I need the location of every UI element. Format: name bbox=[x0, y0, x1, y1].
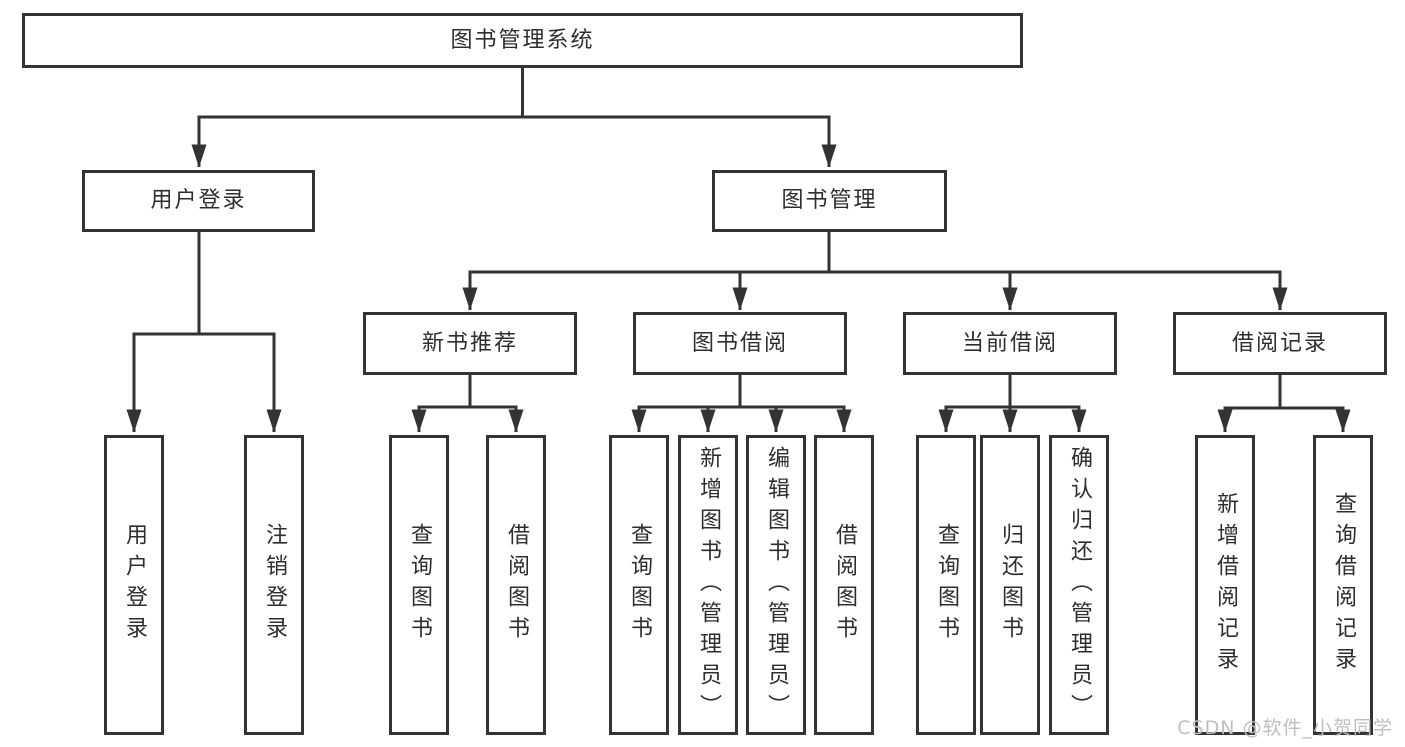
node-leaf-user-login: 用户登录 bbox=[104, 435, 164, 735]
node-bb-query-books-label: 查询图书 bbox=[627, 523, 652, 647]
node-cb-query-books: 查询图书 bbox=[916, 435, 976, 735]
node-bb-edit-books: 编辑图书（管理员） bbox=[746, 435, 806, 735]
node-book-mgmt: 图书管理 bbox=[712, 170, 947, 232]
node-book-mgmt-label: 图书管理 bbox=[781, 188, 878, 213]
node-book-borrow: 图书借阅 bbox=[633, 312, 847, 375]
node-current-borrow-label: 当前借阅 bbox=[961, 330, 1058, 356]
node-bb-edit-books-label: 编辑图书（管理员） bbox=[764, 445, 789, 725]
node-bb-query-books: 查询图书 bbox=[609, 435, 669, 735]
node-cb-confirm-return-label: 确认归还（管理员） bbox=[1067, 445, 1092, 725]
node-leaf-logout-label: 注销登录 bbox=[262, 523, 287, 647]
node-rec-query-books-label: 查询图书 bbox=[407, 523, 432, 647]
node-book-borrow-label: 图书借阅 bbox=[691, 330, 788, 356]
node-br-add-record: 新增借阅记录 bbox=[1195, 435, 1255, 735]
node-rec-query-books: 查询图书 bbox=[389, 435, 449, 735]
node-user-login-label: 用户登录 bbox=[150, 188, 247, 213]
node-bb-add-books: 新增图书（管理员） bbox=[678, 435, 738, 735]
node-cb-query-books-label: 查询图书 bbox=[934, 523, 959, 647]
node-br-query-record: 查询借阅记录 bbox=[1313, 435, 1373, 735]
node-borrow-records-label: 借阅记录 bbox=[1231, 330, 1328, 356]
node-borrow-records: 借阅记录 bbox=[1173, 312, 1387, 375]
node-cb-return-books: 归还图书 bbox=[980, 435, 1040, 735]
node-leaf-logout: 注销登录 bbox=[244, 435, 304, 735]
node-root-label: 图书管理系统 bbox=[450, 27, 595, 53]
node-cb-return-books-label: 归还图书 bbox=[998, 523, 1023, 647]
node-user-login: 用户登录 bbox=[82, 170, 315, 232]
node-bb-borrow-books: 借阅图书 bbox=[814, 435, 874, 735]
node-cb-confirm-return: 确认归还（管理员） bbox=[1049, 435, 1109, 735]
node-new-book-rec: 新书推荐 bbox=[363, 312, 577, 375]
node-current-borrow: 当前借阅 bbox=[903, 312, 1117, 375]
node-bb-borrow-books-label: 借阅图书 bbox=[832, 523, 857, 647]
csdn-watermark: CSDN @软件_小贺同学 bbox=[1177, 717, 1393, 739]
node-leaf-user-login-label: 用户登录 bbox=[122, 523, 147, 647]
node-br-add-record-label: 新增借阅记录 bbox=[1213, 492, 1238, 678]
node-bb-add-books-label: 新增图书（管理员） bbox=[696, 445, 721, 725]
node-br-query-record-label: 查询借阅记录 bbox=[1331, 492, 1356, 678]
node-new-book-rec-label: 新书推荐 bbox=[421, 330, 518, 356]
node-rec-borrow-books: 借阅图书 bbox=[486, 435, 546, 735]
node-rec-borrow-books-label: 借阅图书 bbox=[504, 523, 529, 647]
node-root: 图书管理系统 bbox=[22, 13, 1023, 68]
